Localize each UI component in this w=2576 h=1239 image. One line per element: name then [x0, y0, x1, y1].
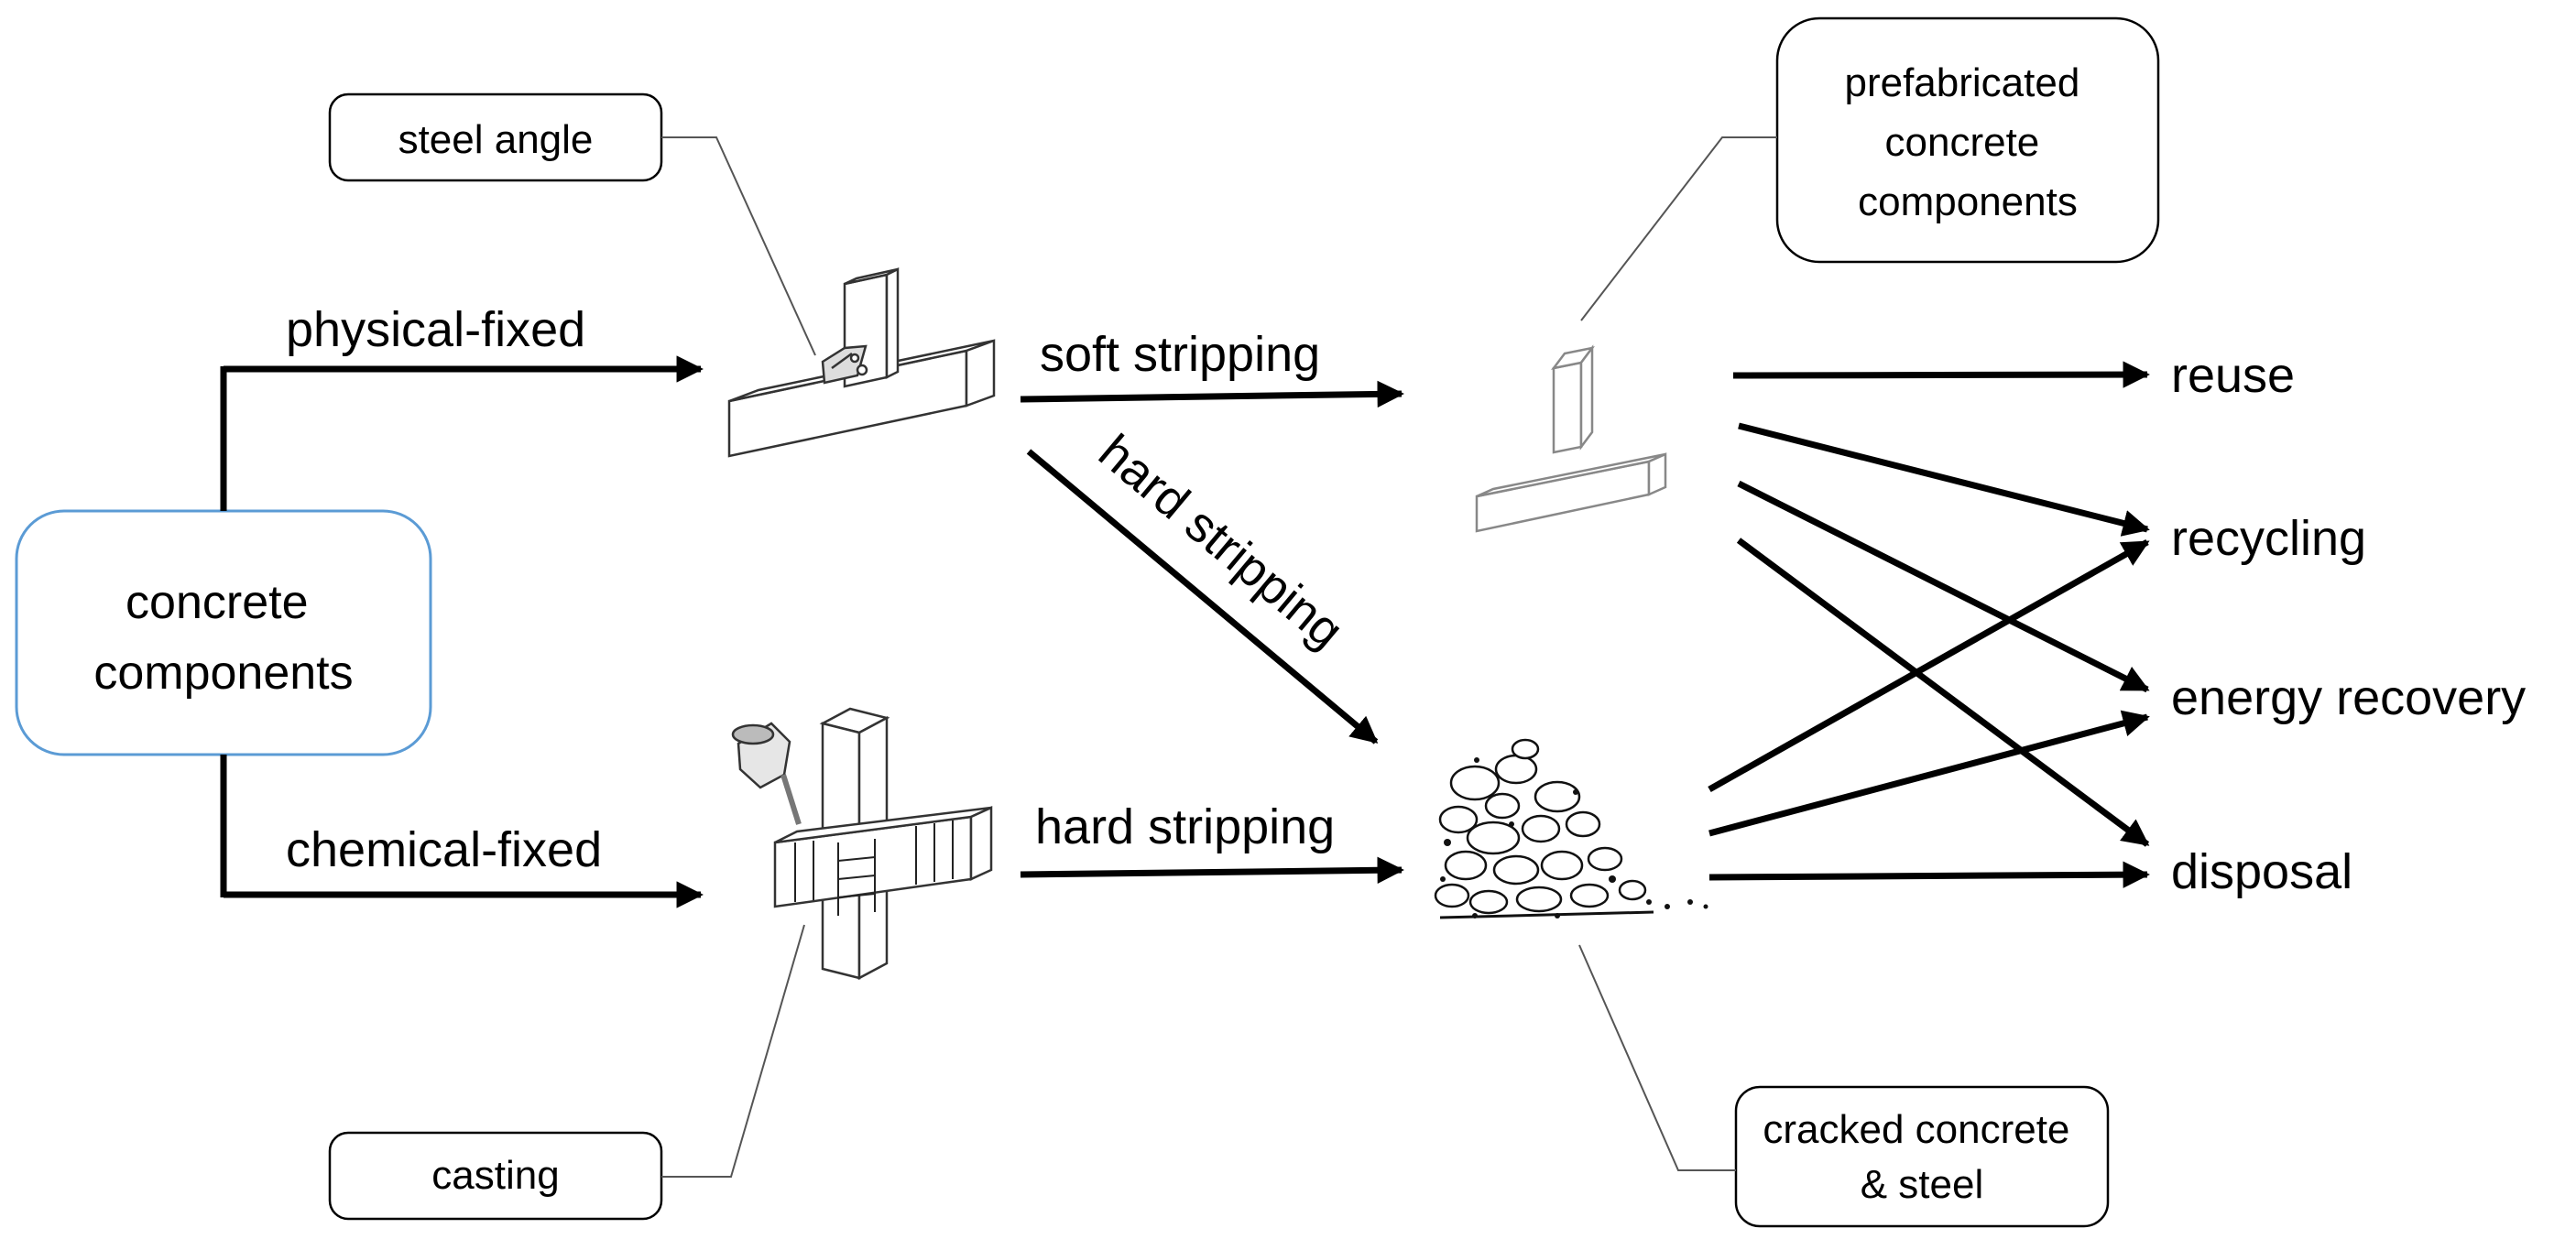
soft-stripping-label: soft stripping: [1040, 327, 1320, 382]
rubble-to-disposal-arrow: [1708, 861, 2150, 888]
prefab-to-energy-recovery-arrow: [1737, 480, 2150, 693]
hard-stripping-diagonal-arrow: [1026, 449, 1379, 744]
prefabricated-label: prefabricated concrete components: [1844, 60, 2090, 224]
steel-angle-label: steel angle: [398, 117, 594, 162]
cracked-concrete-callout: [1734, 1085, 2110, 1228]
outcome-energy-recovery: energy recovery: [2171, 670, 2526, 725]
soft-stripping-arrow: [1020, 380, 1404, 408]
branch-connectors: [220, 355, 704, 908]
casting-label: casting: [431, 1153, 559, 1198]
source-node-box: [15, 509, 432, 756]
cracked-concrete-rubble-illustration: [1434, 738, 1708, 919]
prefabricated-leader: [1580, 136, 1777, 321]
process-arrows: [1020, 380, 1404, 885]
prefabricated-callout: [1775, 16, 2160, 264]
cracked-concrete-leader: [1578, 944, 1736, 1171]
physical-fixed-joint-illustration: [727, 266, 996, 458]
chemical-fixed-joint-illustration: [731, 707, 993, 981]
hard-stripping-bottom-label: hard stripping: [1035, 799, 1335, 854]
source-node-label: concrete components: [93, 576, 353, 700]
prefab-to-disposal-arrow: [1736, 538, 2150, 847]
outcome-arrows: [1708, 361, 2150, 888]
rubble-to-energy-recovery-arrow: [1708, 710, 2150, 837]
outcome-reuse: reuse: [2171, 348, 2295, 403]
outcome-disposal: disposal: [2171, 844, 2352, 899]
hard-stripping-bottom-arrow: [1020, 856, 1404, 885]
hard-stripping-diagonal-label: hard stripping: [1088, 424, 1353, 658]
prefabricated-components-illustration: [1475, 344, 1667, 533]
cracked-concrete-label: cracked concrete & steel: [1763, 1107, 2080, 1207]
physical-fixed-label: physical-fixed: [286, 302, 585, 357]
steel-angle-leader: [661, 136, 816, 356]
outcome-recycling: recycling: [2171, 511, 2366, 566]
chemical-fixed-label: chemical-fixed: [286, 822, 602, 877]
prefab-to-recycling-arrow: [1738, 422, 2150, 537]
rubble-to-recycling-arrow: [1708, 538, 2150, 793]
casting-leader: [661, 924, 805, 1178]
